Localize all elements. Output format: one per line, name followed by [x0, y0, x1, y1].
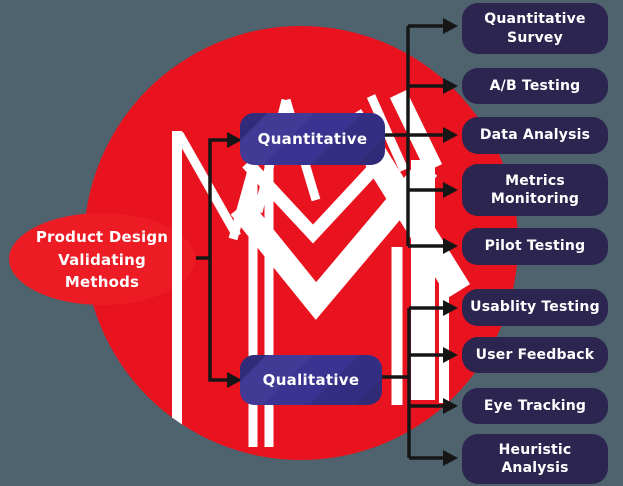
method-box-usablity-testing: Usablity Testing: [462, 289, 608, 326]
root-connector-lines: [196, 138, 228, 382]
method-box-heuristic-analysis: Heuristic Analysis: [462, 434, 608, 484]
arrowhead-icon: [443, 182, 458, 198]
arrowhead-icon: [443, 238, 458, 254]
arrowhead-icon: [443, 78, 458, 94]
quantitative-connector-lines: [385, 24, 444, 248]
arrowhead-icon: [443, 398, 458, 414]
arrowhead-icon: [227, 132, 242, 148]
arrowhead-icon: [443, 300, 458, 316]
arrowhead-icon: [443, 127, 458, 143]
method-box-eye-tracking: Eye Tracking: [462, 388, 608, 424]
category-qualitative: Qualitative: [240, 355, 382, 405]
method-box-ab-testing: A/B Testing: [462, 68, 608, 104]
category-quantitative: Quantitative: [240, 113, 385, 165]
arrowhead-icon: [443, 18, 458, 34]
root-label: Product Design Validating Methods: [35, 228, 169, 292]
arrowhead-icons: [227, 18, 458, 466]
category-qualitative-label: Qualitative: [262, 371, 360, 389]
arrowhead-icon: [443, 347, 458, 363]
arrowhead-icon: [227, 372, 242, 388]
qualitative-connector-lines: [382, 306, 444, 460]
category-quantitative-label: Quantitative: [257, 130, 368, 148]
method-box-data-analysis: Data Analysis: [462, 117, 608, 154]
method-box-user-feedback: User Feedback: [462, 337, 608, 373]
method-box-pilot-testing: Pilot Testing: [462, 228, 608, 265]
arrowhead-icon: [443, 450, 458, 466]
root-bubble-shape: [9, 213, 195, 305]
method-box-metrics-monitoring: Metrics Monitoring: [462, 164, 608, 216]
method-box-quantitative-survey: Quantitative Survey: [462, 3, 608, 54]
